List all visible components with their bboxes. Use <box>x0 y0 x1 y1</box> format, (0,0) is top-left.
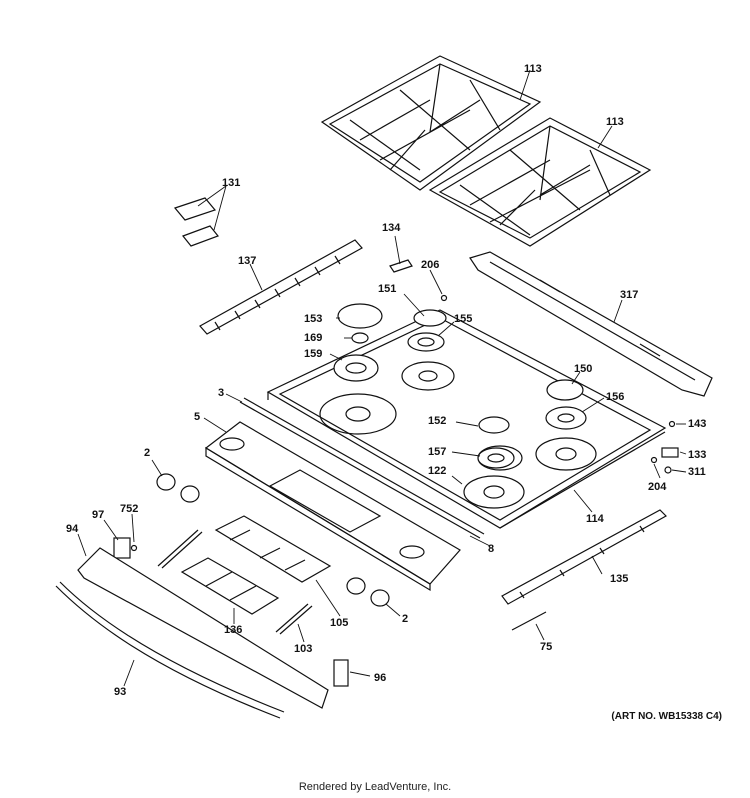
callout-8: 8 <box>488 543 494 555</box>
callout-105: 105 <box>330 617 348 629</box>
bracket-96 <box>333 659 349 687</box>
knobs-left <box>156 473 200 503</box>
callout-206: 206 <box>421 259 439 271</box>
bracket-103 <box>275 603 309 633</box>
callout-157: 157 <box>428 446 446 458</box>
cap-151 <box>413 309 447 327</box>
panel-94 <box>77 547 329 709</box>
bracket-133 <box>661 447 679 458</box>
control-board-105 <box>214 515 332 583</box>
grate-right <box>428 117 652 247</box>
strip-3 <box>239 401 481 539</box>
callout-134: 134 <box>382 222 401 234</box>
callout-131: 131 <box>222 177 240 189</box>
wire-75 <box>511 611 547 631</box>
callout-96: 96 <box>374 672 386 684</box>
footer-credit: Rendered by LeadVenture, Inc. <box>298 781 452 793</box>
callout-151: 151 <box>378 283 396 295</box>
part-169 <box>351 332 369 344</box>
callout-94: 94 <box>66 523 79 535</box>
head-159 <box>333 354 379 382</box>
clip-134 <box>389 259 413 273</box>
trim-93 <box>55 581 285 719</box>
callout-155: 155 <box>454 313 472 325</box>
head-155 <box>407 332 445 352</box>
callout-137: 137 <box>238 255 256 267</box>
callout-2b: 2 <box>402 613 408 625</box>
cap-152 <box>478 416 510 434</box>
callout-204: 204 <box>648 481 667 493</box>
callout-143: 143 <box>688 418 706 430</box>
head-156 <box>545 406 587 430</box>
callout-93: 93 <box>114 686 126 698</box>
cap-150 <box>546 379 584 401</box>
callout-311: 311 <box>688 466 706 478</box>
callout-103: 103 <box>294 643 312 655</box>
callout-752: 752 <box>120 503 138 515</box>
callout-113a: 113 <box>524 63 542 75</box>
trim-317 <box>469 251 713 397</box>
art-number: (ART NO. WB15338 C4) <box>611 711 722 722</box>
callout-3: 3 <box>218 387 224 399</box>
head-157 <box>477 447 515 469</box>
callout-5: 5 <box>194 411 200 423</box>
callout-114: 114 <box>586 513 605 525</box>
leader-lines <box>77 69 687 687</box>
rail-135 <box>501 509 667 605</box>
callout-153: 153 <box>304 313 322 325</box>
callout-113b: 113 <box>606 116 624 128</box>
board-136 <box>180 557 280 615</box>
control-panel-5 <box>204 421 461 592</box>
callout-156: 156 <box>606 391 624 403</box>
callout-136: 136 <box>224 624 242 636</box>
rail-137 <box>199 239 363 335</box>
callout-150: 150 <box>574 363 592 375</box>
callout-152: 152 <box>428 415 446 427</box>
bracket-97 <box>113 537 131 559</box>
cap-153 <box>337 303 383 329</box>
bracket-131 <box>173 197 219 247</box>
callout-133: 133 <box>688 449 706 461</box>
callout-97: 97 <box>92 509 104 521</box>
callout-135: 135 <box>610 573 628 585</box>
callout-75: 75 <box>540 641 552 653</box>
knobs-right <box>346 577 390 607</box>
callout-169: 169 <box>304 332 322 344</box>
callout-159: 159 <box>304 348 322 360</box>
callout-2a: 2 <box>144 447 150 459</box>
callout-122: 122 <box>428 465 446 477</box>
grate-left <box>320 55 542 191</box>
callout-317: 317 <box>620 289 638 301</box>
